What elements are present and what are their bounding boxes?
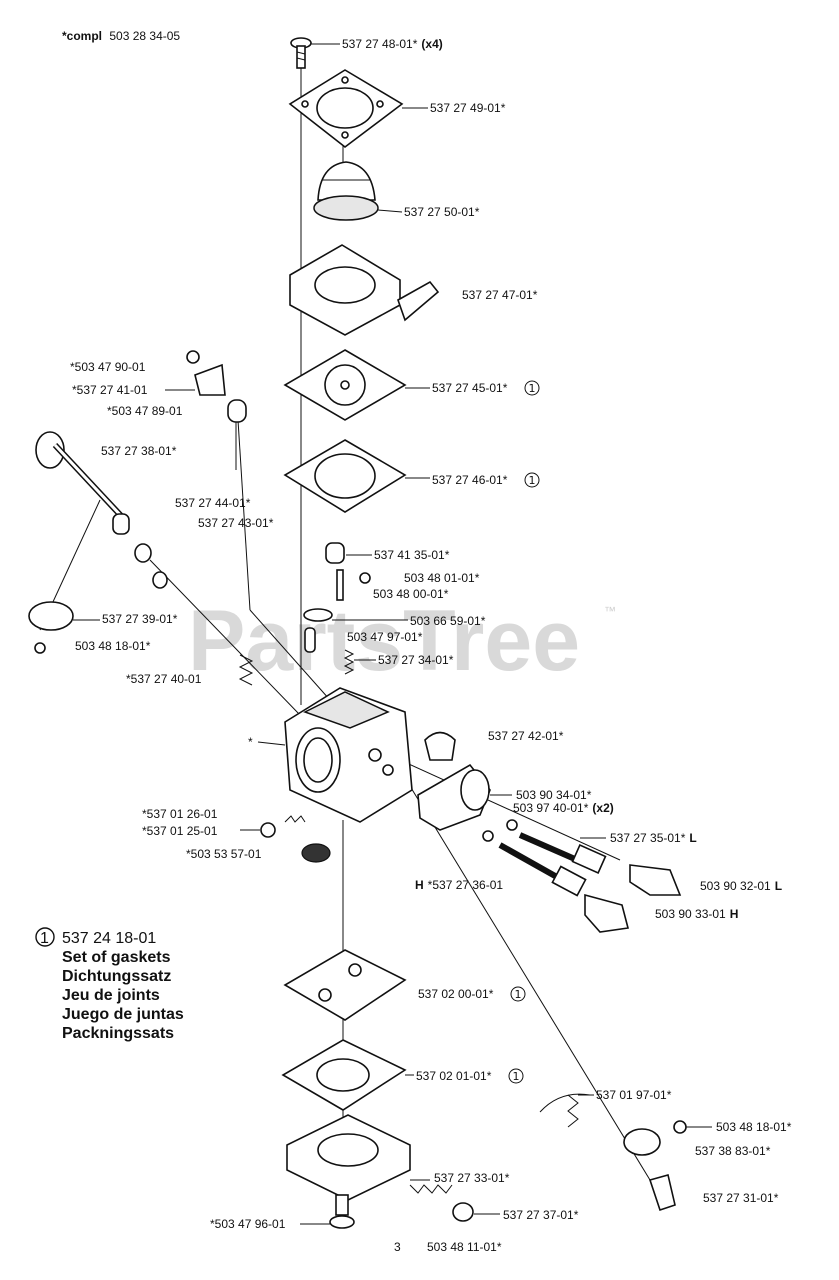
legend-gasket-set: 1 537 24 18-01 Set of gaskets Dichtungss… — [35, 927, 184, 1042]
label-503-47-90-01: *503 47 90-01 — [70, 360, 146, 374]
throttle-plate — [28, 601, 74, 654]
gasket-lower — [283, 439, 407, 513]
label-503-48-18-01-left: 503 48 18-01* — [75, 639, 151, 653]
label-537-02-00-01-circled: 1 — [515, 988, 522, 1001]
label-503-48-01-01: 503 48 01-01* — [404, 571, 480, 585]
label-537-27-42-01: 537 27 42-01* — [488, 729, 564, 743]
pump-cover — [289, 244, 440, 336]
label-503-53-57-01: *503 53 57-01 — [186, 847, 262, 861]
label-503-48-00-01: 503 48 00-01* — [373, 587, 449, 601]
label-537-27-41-01: *537 27 41-01 — [72, 383, 148, 397]
label-537-27-43-01: 537 27 43-01* — [198, 516, 274, 530]
legend-line-sv: Packningssats — [62, 1025, 174, 1042]
label-537-27-49-01: 537 27 49-01* — [430, 101, 506, 115]
screw-top — [290, 37, 312, 69]
lower-gasket — [283, 949, 407, 1021]
label-537-01-97-01: 537 01 97-01* — [596, 1088, 672, 1102]
legend-circled-number: 1 — [40, 930, 49, 947]
legend-number: 537 24 18-01 — [62, 930, 156, 947]
needle-housing — [417, 763, 518, 831]
label-537-27-50-01: 537 27 50-01* — [404, 205, 480, 219]
label-537-27-38-01: 537 27 38-01* — [101, 444, 177, 458]
spring-screw — [409, 1184, 474, 1222]
label-body-asterisk: * — [248, 735, 253, 749]
label-537-27-44-01: 537 27 44-01* — [175, 496, 251, 510]
limiter-cap-l — [629, 864, 682, 896]
watermark: PartsTree — [188, 593, 580, 689]
label-537-27-48-01: 537 27 48-01*(x4) — [342, 37, 443, 51]
label-503-47-96-01: *503 47 96-01 — [210, 1217, 286, 1231]
label-537-27-31-01: 537 27 31-01* — [703, 1191, 779, 1205]
label-537-02-00-01: 537 02 00-01* — [418, 987, 494, 1001]
label-537-38-83-01: 537 38 83-01* — [695, 1144, 771, 1158]
label-537-01-25-01: *537 01 25-01 — [142, 824, 218, 838]
label-537-27-35-01: 537 27 35-01*L — [610, 831, 697, 845]
label-503-97-40-01: 503 97 40-01*(x2) — [513, 801, 614, 815]
label-503-47-97-01: 503 47 97-01* — [347, 630, 423, 644]
label-537-01-26-01: *537 01 26-01 — [142, 807, 218, 821]
screw-bottom — [329, 1194, 355, 1229]
ball-spring — [260, 815, 306, 838]
cover-plate — [288, 69, 404, 149]
label-503-47-89-01: *503 47 89-01 — [107, 404, 183, 418]
leader-needles — [399, 759, 621, 861]
leader-link-3 — [249, 609, 331, 701]
primer-bulb — [313, 161, 379, 221]
label-537-27-33-01: 537 27 33-01* — [434, 1171, 510, 1185]
page-number: 3 — [394, 1240, 401, 1254]
label-537-27-47-01: 537 27 47-01* — [462, 288, 538, 302]
label-537-02-01-01-circled: 1 — [513, 1070, 520, 1083]
legend-line-en: Set of gaskets — [62, 949, 171, 966]
label-537-27-45-01-circled: 1 — [529, 382, 536, 395]
gasket-upper — [283, 349, 407, 421]
compl-label: *compl 503 28 34-05 — [62, 29, 180, 43]
small-valve-parts — [238, 542, 371, 686]
choke-shaft-assembly — [539, 1093, 687, 1212]
label-537-27-39-01: 537 27 39-01* — [102, 612, 178, 626]
watermark-trademark: ™ — [604, 604, 616, 618]
filter-screen — [301, 843, 331, 863]
label-537-02-01-01: 537 02 01-01* — [416, 1069, 492, 1083]
label-537-27-36-01: H*537 27 36-01 — [415, 878, 503, 892]
label-503-66-59-01: 503 66 59-01* — [410, 614, 486, 628]
label-537-27-34-01: 537 27 34-01* — [378, 653, 454, 667]
throttle-shaft — [35, 431, 168, 589]
metering-cover — [286, 1114, 411, 1201]
leader-link-2 — [237, 419, 251, 611]
label-503-90-34-01: 503 90 34-01* — [516, 788, 592, 802]
label-537-27-37-01: 537 27 37-01* — [503, 1208, 579, 1222]
carburetor-body — [284, 687, 413, 823]
choke-cap — [424, 731, 456, 761]
label-503-48-11-01: 503 48 11-01* — [427, 1240, 502, 1254]
label-503-48-18-01-right: 503 48 18-01* — [716, 1120, 792, 1134]
adjust-needle-l — [518, 832, 607, 874]
label-537-41-35-01: 537 41 35-01* — [374, 548, 450, 562]
adjust-needle-h — [482, 830, 587, 897]
leader-throttle-2 — [149, 559, 301, 716]
label-537-27-46-01: 537 27 46-01* — [432, 473, 508, 487]
label-537-27-40-01: *537 27 40-01 — [126, 672, 202, 686]
lever-assembly — [186, 350, 247, 423]
legend-line-fr: Jeu de joints — [62, 987, 160, 1004]
label-537-27-45-01: 537 27 45-01* — [432, 381, 508, 395]
legend-line-es: Juego de juntas — [62, 1006, 184, 1023]
legend-line-de: Dichtungssatz — [62, 968, 171, 985]
limiter-cap-h — [584, 893, 630, 933]
label-537-27-46-01-circled: 1 — [529, 474, 536, 487]
lower-diaphragm — [281, 1039, 407, 1111]
